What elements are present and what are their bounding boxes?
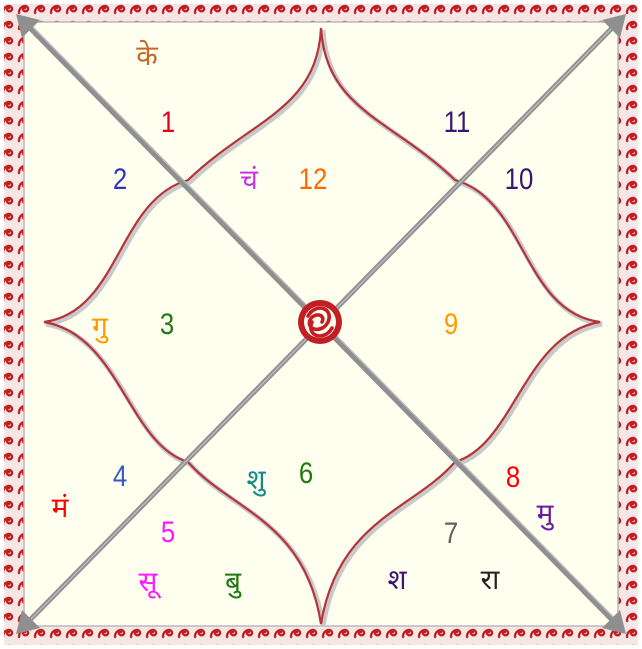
house-number-2: 2 xyxy=(113,165,127,195)
planet-sun: सू xyxy=(139,568,158,596)
house-number-5: 5 xyxy=(161,518,175,548)
planet-jupiter: गु xyxy=(92,313,108,341)
planet-mu: मु xyxy=(537,500,554,528)
house-number-3: 3 xyxy=(160,310,174,340)
house-number-6: 6 xyxy=(299,459,313,489)
planet-ketu: के xyxy=(136,42,158,70)
house-number-7: 7 xyxy=(444,519,458,549)
house-number-12: 12 xyxy=(299,165,328,195)
planet-moon: चं xyxy=(240,166,258,194)
planet-mercury: बु xyxy=(225,568,241,596)
house-number-4: 4 xyxy=(113,462,127,492)
planet-venus: शु xyxy=(246,466,265,494)
planet-mars: मं xyxy=(52,494,69,522)
house-number-8: 8 xyxy=(506,463,520,493)
house-number-10: 10 xyxy=(505,165,534,195)
house-number-9: 9 xyxy=(444,310,458,340)
planet-saturn: श xyxy=(387,566,406,594)
house-number-1: 1 xyxy=(161,108,175,138)
house-number-11: 11 xyxy=(444,108,471,138)
center-ornament xyxy=(298,300,342,344)
planet-rahu: रा xyxy=(481,566,500,594)
